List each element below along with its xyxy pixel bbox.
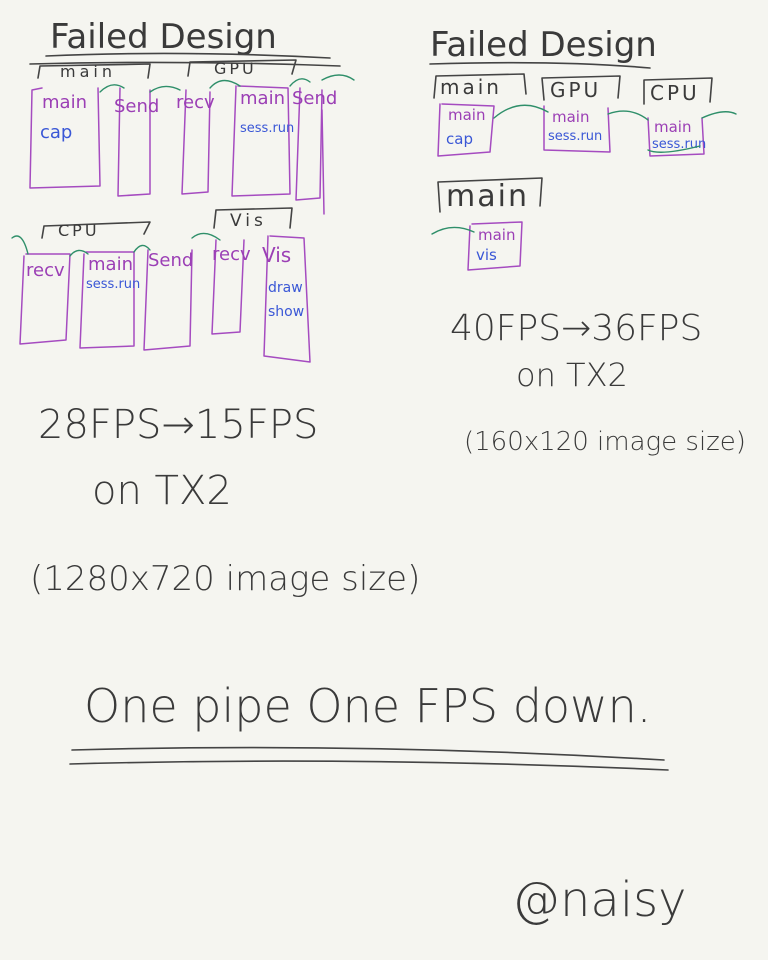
left-group-vis: Vis recv Vis draw show xyxy=(211,207,311,363)
cell-text: Send xyxy=(114,96,159,117)
cell-text: Send xyxy=(148,250,193,271)
thread-box xyxy=(437,103,495,157)
left-fps: 28FPS→15FPS xyxy=(38,402,318,448)
left-title-underline-2 xyxy=(29,61,341,67)
group-label-cpu: CPU xyxy=(650,81,700,105)
left-title-underline xyxy=(45,52,331,59)
cell-text: main xyxy=(654,118,691,136)
right-group-gpu: GPU main sess.run xyxy=(541,75,621,153)
thread-box xyxy=(19,253,71,345)
cell-text: sess.run xyxy=(652,137,706,152)
conclusion-underline-2 xyxy=(69,760,669,771)
cell-text: main xyxy=(448,106,485,124)
right-group-cpu: CPU main sess.run xyxy=(643,77,713,157)
thread-box xyxy=(467,221,523,271)
cell-text: cap xyxy=(446,130,473,148)
group-label-main: main xyxy=(60,62,116,81)
right-design: Failed Design main main cap GPU main ses… xyxy=(429,25,746,457)
cell-text: main xyxy=(240,88,285,109)
thread-box xyxy=(231,85,291,197)
right-title: Failed Design xyxy=(430,25,657,65)
cell-text: show xyxy=(268,304,304,320)
group-label-gpu: GPU xyxy=(550,78,601,102)
cell-text: sess.run xyxy=(86,277,140,292)
thread-box xyxy=(143,249,193,351)
thread-box xyxy=(117,87,151,197)
conclusion-underline xyxy=(71,746,665,761)
cell-text: sess.run xyxy=(240,121,294,136)
conclusion: One pipe One FPS down. xyxy=(69,679,669,771)
cell-text: draw xyxy=(268,280,303,296)
conclusion-text: One pipe One FPS down. xyxy=(84,679,651,733)
left-group-cpu: CPU recv main sess.run Send xyxy=(19,221,193,351)
cell-text: recv xyxy=(176,92,215,113)
connectors-bottom xyxy=(11,232,221,257)
thread-box xyxy=(181,89,211,195)
left-image-size: (1280x720 image size) xyxy=(30,559,420,599)
right-image-size: (160x120 image size) xyxy=(464,427,746,457)
right-fps: 40FPS→36FPS xyxy=(450,308,702,349)
right-group-vis: main main vis xyxy=(431,177,543,271)
cell-text: main xyxy=(478,226,515,244)
thread-box xyxy=(263,235,311,363)
cell-text: Send xyxy=(292,88,337,109)
group-label-cpu: CPU xyxy=(58,221,100,240)
cell-text: recv xyxy=(212,244,251,265)
cell-text: main xyxy=(42,92,87,113)
signature: @naisy xyxy=(512,872,687,928)
right-group-main: main main cap xyxy=(433,73,527,157)
group-label-vis: Vis xyxy=(230,211,267,231)
cell-text: main xyxy=(88,254,133,275)
thread-box xyxy=(543,105,611,153)
cell-text: Vis xyxy=(262,243,291,267)
group-label-main: main xyxy=(446,179,529,214)
cell-text: sess.run xyxy=(548,129,602,144)
cell-text: cap xyxy=(40,122,72,143)
connectors-top xyxy=(99,74,355,93)
connectors-right xyxy=(493,104,737,153)
left-platform: on TX2 xyxy=(92,468,232,514)
cell-text: recv xyxy=(26,260,65,281)
thread-box xyxy=(79,251,135,349)
left-title: Failed Design xyxy=(50,17,277,57)
right-title-underline xyxy=(429,61,651,69)
thread-box xyxy=(211,239,245,335)
right-platform: on TX2 xyxy=(516,356,628,394)
thread-box xyxy=(295,87,323,201)
thread-box xyxy=(29,87,101,189)
cell-text: main xyxy=(552,108,589,126)
group-label-gpu: GPU xyxy=(214,59,257,78)
thread-box xyxy=(647,117,705,157)
left-design: Failed Design main main cap GPU Send rec… xyxy=(11,17,420,599)
left-group-main: main main cap xyxy=(29,62,151,189)
group-label-main: main xyxy=(440,75,502,99)
cell-text: vis xyxy=(476,246,497,264)
left-group-gpu: GPU Send recv main sess.run Send xyxy=(114,59,337,215)
